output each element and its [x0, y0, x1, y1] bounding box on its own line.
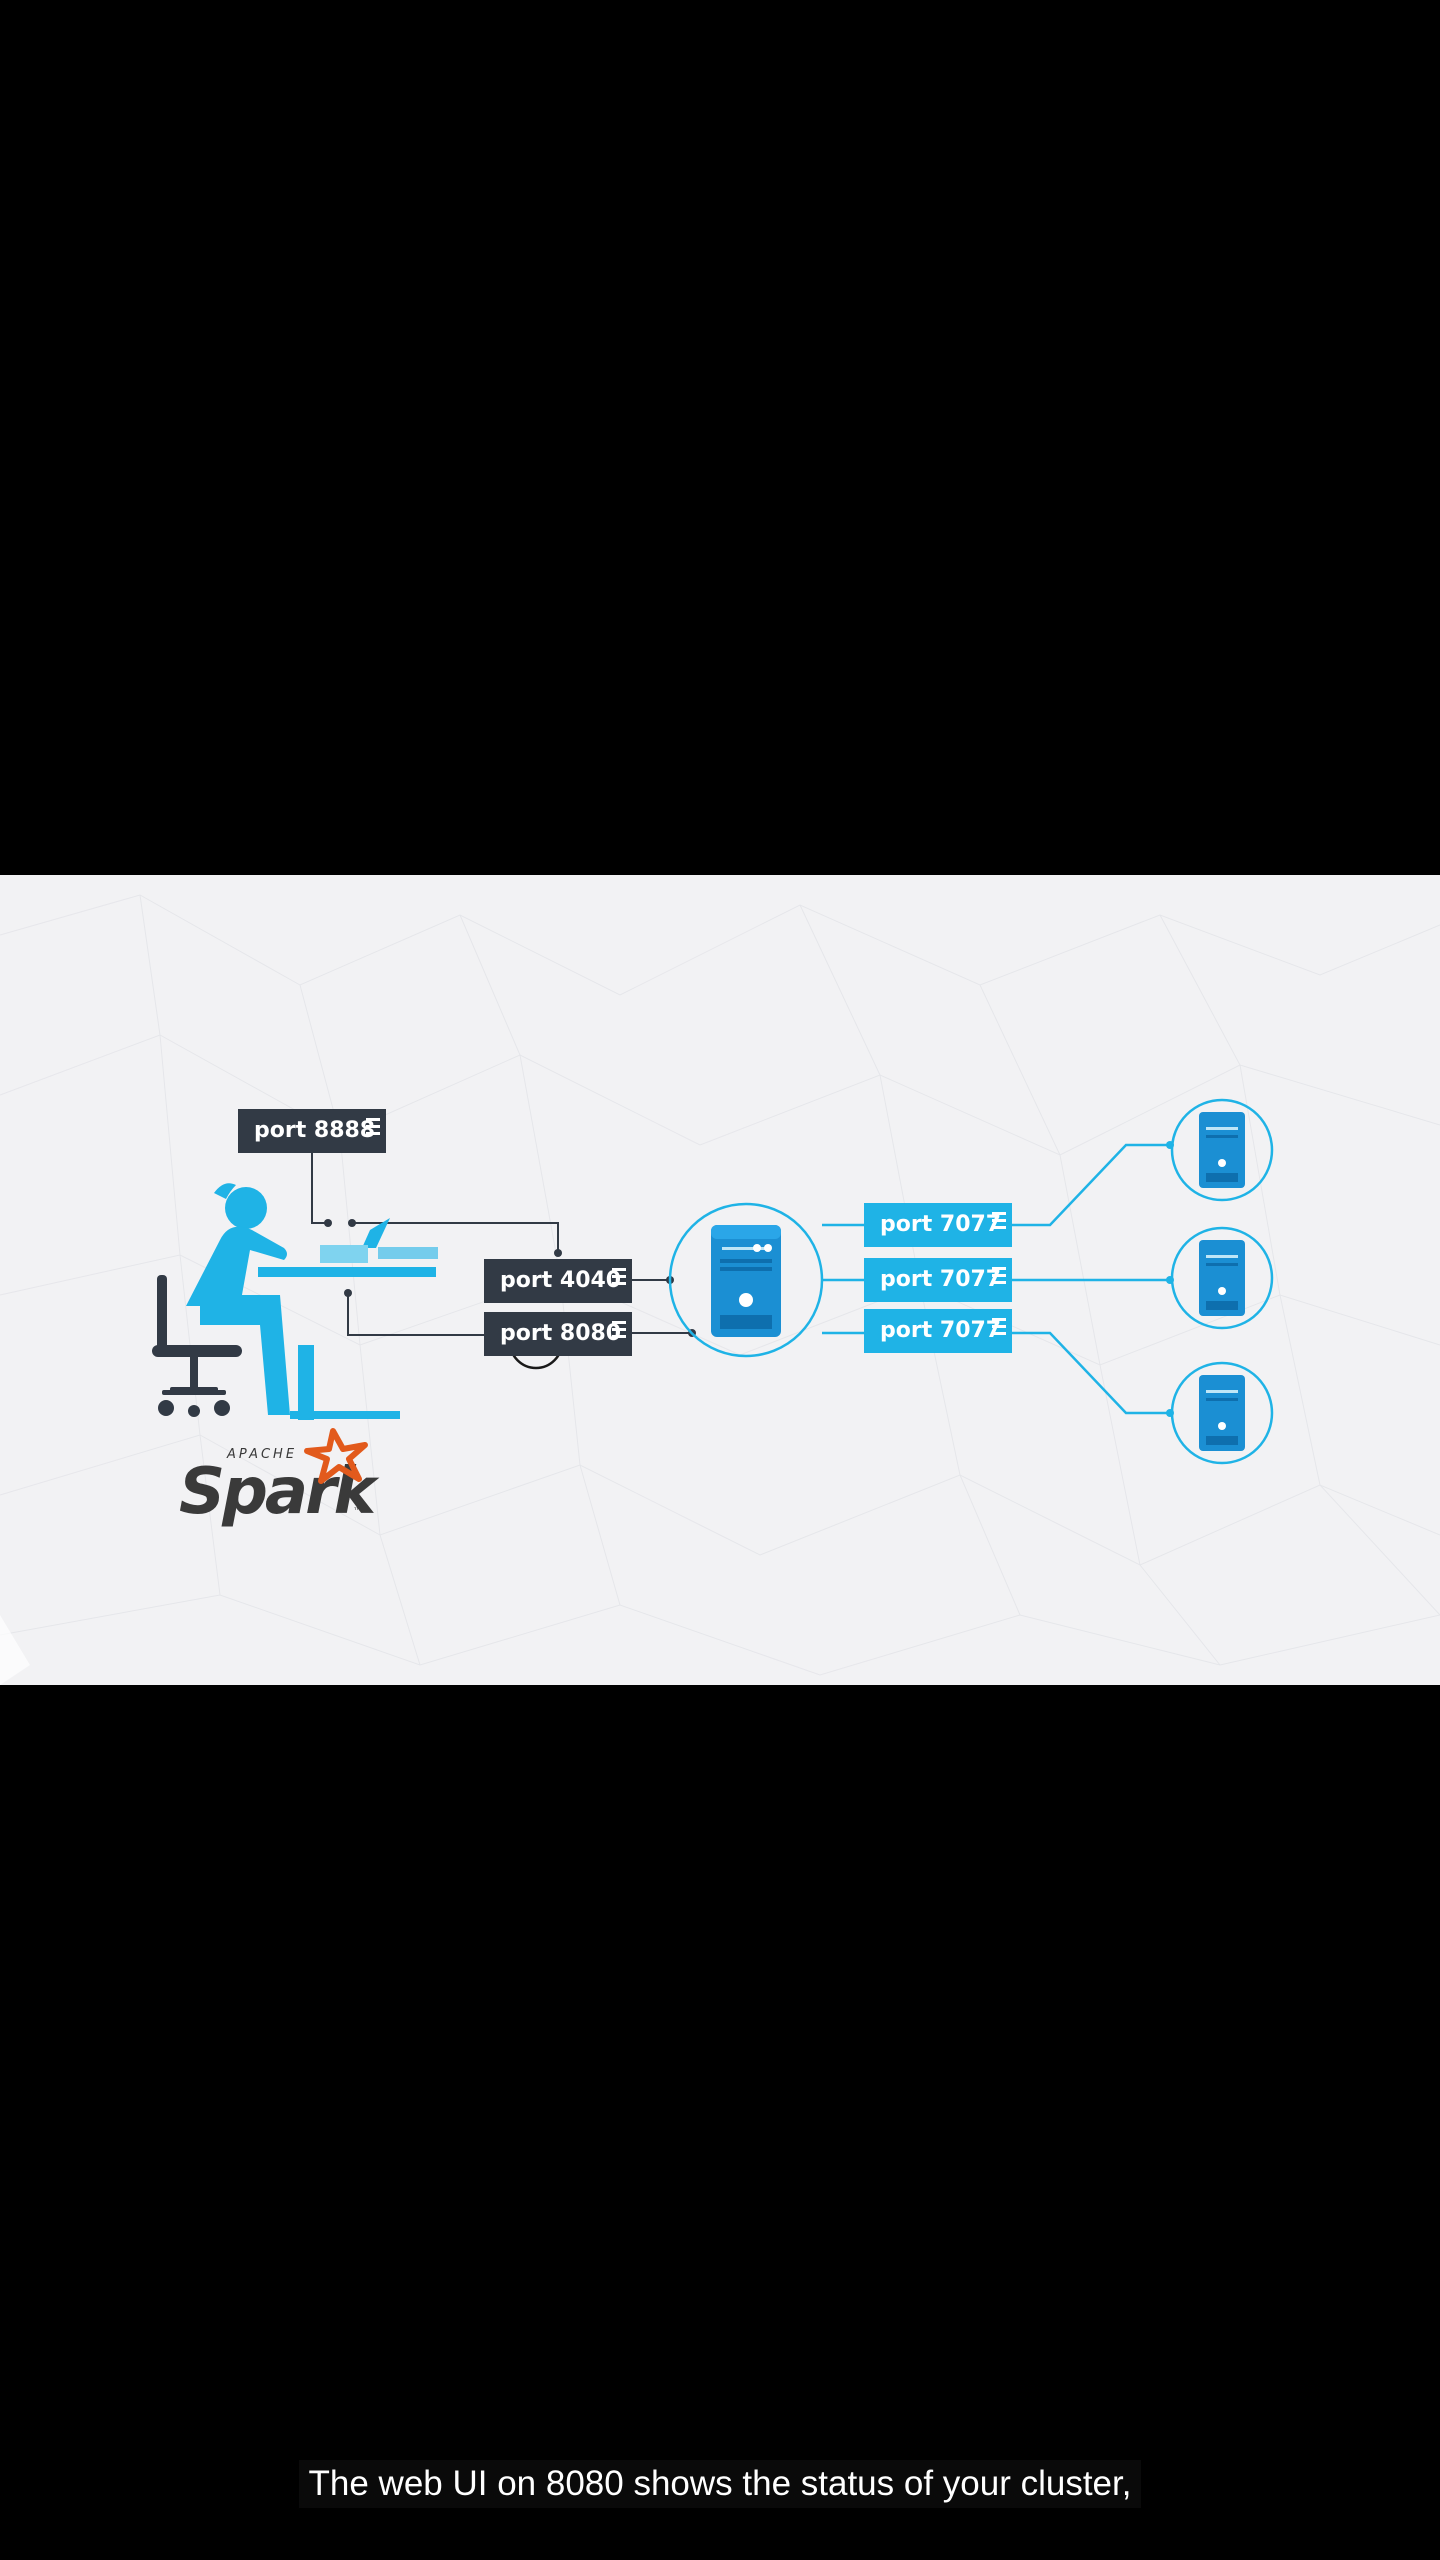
port-8080-label: port 8080 [484, 1312, 632, 1356]
spark-star-icon [304, 1428, 368, 1484]
port-7077-text: port 7077 [880, 1267, 1002, 1292]
apache-spark-logo: APACHE Spark ™ [175, 1428, 385, 1545]
worker-connectors [822, 1143, 1170, 1415]
driver-server-icon [668, 1202, 824, 1358]
port-connector-icon [366, 1118, 380, 1144]
port-8888-text: port 8888 [254, 1118, 376, 1143]
port-connector-icon [612, 1321, 626, 1347]
logo-trademark-text: ™ [353, 1507, 362, 1517]
worker-node-icon [1170, 1098, 1274, 1202]
port-connector-icon [612, 1268, 626, 1294]
port-4040-label: port 4040 [484, 1259, 632, 1303]
background-shard [0, 1615, 30, 1685]
logo-apache-text: APACHE [227, 1447, 298, 1462]
port-connector-icon [992, 1318, 1006, 1344]
port-connector-icon [992, 1267, 1006, 1293]
port-connector-icon [992, 1212, 1006, 1238]
port-7077-text: port 7077 [880, 1318, 1002, 1343]
worker-node-icon [1170, 1361, 1274, 1465]
worker-node-icon [1170, 1226, 1274, 1330]
port-8080-text: port 8080 [500, 1321, 622, 1346]
caption-text: The web UI on 8080 shows the status of y… [298, 2460, 1142, 2508]
port-4040-text: port 4040 [500, 1268, 622, 1293]
video-frame: port 8888 port 4040 port 8080 port 7077 … [0, 875, 1440, 1685]
port-7077-text: port 7077 [880, 1212, 1002, 1237]
port-7077-label: port 7077 [864, 1309, 1012, 1353]
port-7077-label: port 7077 [864, 1203, 1012, 1247]
video-caption: The web UI on 8080 shows the status of y… [0, 2460, 1440, 2508]
dark-connectors [311, 1153, 692, 1336]
port-7077-label: port 7077 [864, 1258, 1012, 1302]
port-8888-label: port 8888 [238, 1109, 386, 1153]
spark-architecture-diagram [0, 894, 1440, 1685]
user-at-desk-icon [152, 1183, 438, 1420]
